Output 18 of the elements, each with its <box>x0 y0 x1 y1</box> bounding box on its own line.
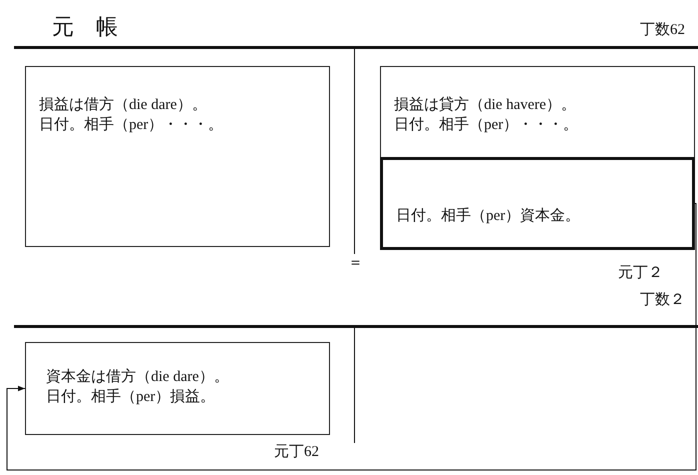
account-entry-box <box>380 157 695 250</box>
entry-text: 損益は貸方（die havere）。 <box>394 95 578 115</box>
double-rule-mark: ＝ <box>348 254 363 272</box>
account-entry-box <box>380 66 695 158</box>
entry-text: 日付。相手（per）資本金。 <box>396 206 580 226</box>
entry-text: 資本金は借方（die dare）。 <box>46 367 229 387</box>
connector-arrow <box>6 203 696 470</box>
folio-number: 丁数62 <box>640 21 685 39</box>
entry-text: 損益は借方（die dare）。 <box>39 95 208 115</box>
folio-reference: 元丁62 <box>274 443 319 461</box>
account-entry-box <box>25 342 330 435</box>
entry-text: 日付。相手（per）損益。 <box>46 388 216 407</box>
account-entry-box <box>25 66 330 247</box>
folio-reference: 元丁２ <box>618 264 663 282</box>
entry-text: 日付。相手（per）・・・。 <box>394 116 578 135</box>
folio-number: 丁数２ <box>640 291 685 309</box>
ledger-title: 元 帳 <box>52 13 118 41</box>
entry-text: 日付。相手（per）・・・。 <box>39 116 224 135</box>
